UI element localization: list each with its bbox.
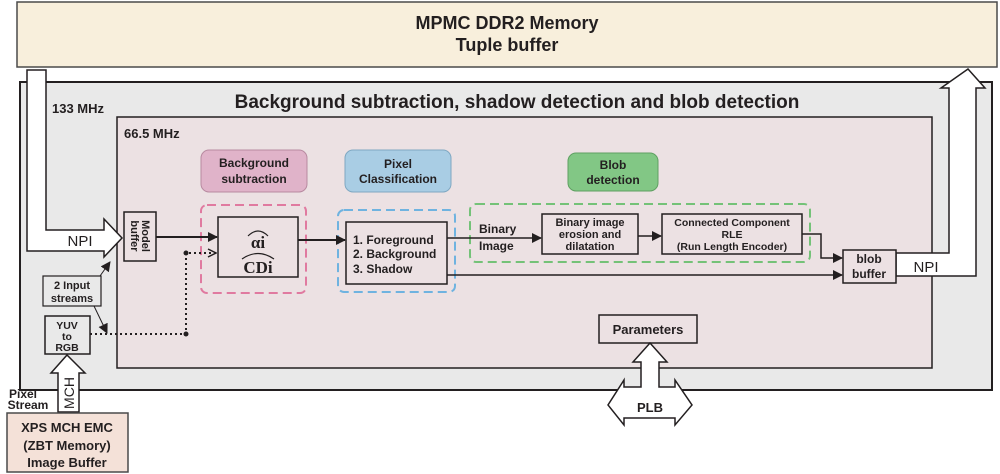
svg-text:RLE: RLE <box>722 229 743 241</box>
svg-text:2. Background: 2. Background <box>353 247 436 261</box>
svg-text:Model: Model <box>139 220 151 252</box>
svg-text:buffer: buffer <box>852 267 886 281</box>
external-image-buffer: XPS MCH EMC (ZBT Memory) Image Buffer <box>6 412 129 473</box>
svg-text:1. Foreground: 1. Foreground <box>353 233 434 247</box>
svg-text:Pixel: Pixel <box>384 157 412 171</box>
pixel-stream-label-line2: Stream <box>8 398 49 412</box>
svg-text:Binary image: Binary image <box>555 217 624 229</box>
input-streams-pointer-npi <box>99 261 111 277</box>
svg-text:subtraction: subtraction <box>221 172 286 186</box>
svg-text:Background: Background <box>219 156 289 170</box>
junction-dot <box>183 250 189 256</box>
mpmc-memory-block: MPMC DDR2 Memory Tuple buffer <box>16 1 998 68</box>
svg-text:detection: detection <box>586 173 639 187</box>
svg-text:dilatation: dilatation <box>566 241 615 253</box>
clock-66-5: 66.5 MHz <box>124 126 180 141</box>
stage-label-background-subtraction: Background subtraction <box>200 149 308 193</box>
clock-133: 133 MHz <box>52 101 105 116</box>
cd-i-symbol: CDi <box>243 258 273 277</box>
input-streams-pointer-yuv <box>93 305 108 334</box>
svg-text:buffer: buffer <box>128 220 140 252</box>
parameters-block: Parameters <box>598 314 698 344</box>
svg-text:erosion and: erosion and <box>559 229 621 241</box>
svg-text:streams: streams <box>51 293 93 305</box>
svg-text:RGB: RGB <box>55 342 79 354</box>
background-model-block: αi CDi <box>217 216 299 278</box>
ccl-to-blob-buffer-arrow <box>802 233 843 263</box>
svg-text:3. Shadow: 3. Shadow <box>353 262 413 276</box>
stage-label-pixel-classification: Pixel Classification <box>344 149 452 193</box>
svg-text:(ZBT Memory): (ZBT Memory) <box>23 438 110 453</box>
svg-text:blob: blob <box>856 252 881 266</box>
plb-bus: PLB <box>607 341 693 428</box>
svg-text:XPS MCH EMC: XPS MCH EMC <box>21 420 113 435</box>
npi-output-bus: NPI <box>895 68 987 277</box>
mch-bus: MCH <box>49 353 87 413</box>
plb-label: PLB <box>637 400 663 415</box>
svg-text:(Run Length Encoder): (Run Length Encoder) <box>677 241 787 253</box>
erosion-dilatation-block: Binary image erosion and dilatation <box>541 213 639 255</box>
background-subtraction-group <box>200 204 307 294</box>
svg-text:to: to <box>62 331 72 343</box>
npi-input-bus: NPI <box>26 69 124 259</box>
yuv-to-bg-dotted-arrow <box>90 253 216 335</box>
outer-block-title: Background subtraction, shadow detection… <box>235 92 800 113</box>
memory-subtitle: Tuple buffer <box>456 35 559 55</box>
svg-text:Classification: Classification <box>359 172 437 186</box>
pixel-stream-label-line1: Pixel <box>9 387 37 401</box>
stage-label-blob-detection: Blob detection <box>567 152 659 192</box>
yuv-to-rgb-block: YUV to RGB <box>44 315 91 355</box>
npi-in-label: NPI <box>67 233 92 250</box>
npi-out-label: NPI <box>913 259 938 276</box>
pixel-classification-group <box>337 209 456 293</box>
alpha-i-symbol: αi <box>251 233 265 252</box>
classification-block: 1. Foreground 2. Background 3. Shadow <box>345 221 448 285</box>
junction-dot <box>183 331 189 337</box>
svg-text:YUV: YUV <box>56 320 78 332</box>
binary-image-label-line2: Image <box>479 239 514 253</box>
input-streams-label: 2 Input streams <box>42 275 102 307</box>
blob-buffer-block: blob buffer <box>842 249 897 284</box>
svg-text:2 Input: 2 Input <box>54 280 90 292</box>
model-buffer-block: Model buffer <box>123 211 157 262</box>
svg-text:Blob: Blob <box>600 158 627 172</box>
binary-image-label-line1: Binary <box>479 222 517 236</box>
memory-title: MPMC DDR2 Memory <box>415 13 598 33</box>
svg-text:Connected Component: Connected Component <box>674 217 790 229</box>
connected-component-block: Connected Component RLE (Run Length Enco… <box>661 213 803 255</box>
svg-text:Parameters: Parameters <box>613 322 684 337</box>
svg-text:Image Buffer: Image Buffer <box>27 455 106 470</box>
mch-label: MCH <box>61 377 77 409</box>
